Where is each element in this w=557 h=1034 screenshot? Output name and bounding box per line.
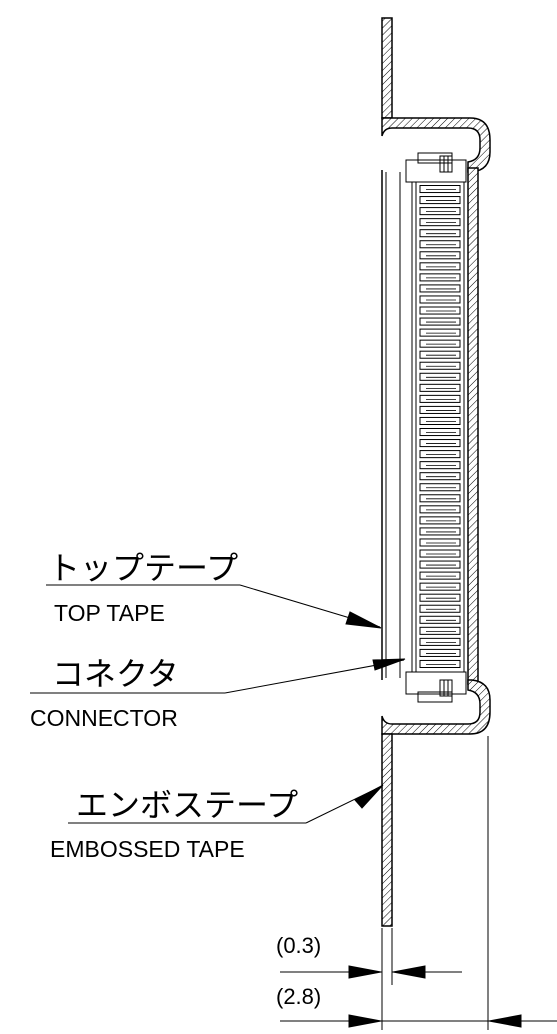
contact-pin (419, 383, 461, 392)
contact-pin (419, 527, 461, 536)
contact-pin (419, 295, 461, 304)
contact-pin (419, 571, 461, 580)
contact-pin (419, 472, 461, 481)
contact-pin (419, 626, 461, 635)
contact-pin (419, 339, 461, 348)
contact-pin (419, 372, 461, 381)
contact-pin (419, 538, 461, 547)
pocket-side-wall (467, 167, 479, 685)
contact-pin (419, 328, 461, 337)
dimension-2-8: (2.8) (276, 984, 322, 1009)
dim-arrow-0-3-left (348, 965, 382, 979)
top-tape-label-en: TOP TAPE (54, 600, 165, 626)
connector-label-en: CONNECTOR (30, 705, 178, 731)
connector-arrow (372, 658, 406, 671)
contact-pin (419, 516, 461, 525)
contact-pin (419, 317, 461, 326)
contact-pin (419, 218, 461, 227)
contact-pin (419, 350, 461, 359)
contact-pin (419, 461, 461, 470)
contact-pin (419, 229, 461, 238)
contact-pin (419, 273, 461, 282)
tape-strip-top (381, 17, 393, 119)
pocket-top-flange (381, 117, 491, 173)
contact-pin (419, 306, 461, 315)
top-tape (381, 170, 401, 680)
contact-pin (419, 615, 461, 624)
dim-arrow-2-8-left (348, 1014, 382, 1028)
contact-pin (419, 405, 461, 414)
top-tape-label-jp: トップテープ (48, 549, 239, 587)
contact-pin (419, 185, 461, 194)
contact-pin (419, 240, 461, 249)
contact-pin (419, 450, 461, 459)
contact-pin (419, 505, 461, 514)
tape-strip-bottom (381, 733, 393, 927)
contact-pin (419, 207, 461, 216)
contact-pin (419, 196, 461, 205)
contact-pin (419, 251, 461, 260)
embossed-tape (381, 17, 491, 927)
connector-contacts (419, 185, 461, 668)
contact-pin (419, 560, 461, 569)
contact-pin (419, 483, 461, 492)
top-tape-arrow (345, 611, 382, 629)
dimension-0-3: (0.3) (276, 933, 322, 958)
connector-label-jp: コネクタ (52, 655, 179, 693)
dim-arrow-2-8-right (488, 1014, 522, 1028)
contact-pin (419, 659, 461, 668)
contact-pin (419, 262, 461, 271)
dim-arrow-0-3-right (392, 965, 426, 979)
contact-pin (419, 648, 461, 657)
contact-pin (419, 549, 461, 558)
embossed-tape-label-en: EMBOSSED TAPE (50, 836, 245, 862)
contact-pin (419, 394, 461, 403)
contact-pin (419, 582, 461, 591)
embossed-tape-arrow (354, 784, 384, 809)
contact-pin (419, 593, 461, 602)
contact-pin (419, 439, 461, 448)
connector-body (405, 152, 467, 703)
contact-pin (419, 361, 461, 370)
contact-pin (419, 637, 461, 646)
contact-pin (419, 428, 461, 437)
contact-pin (419, 416, 461, 426)
leader-lines (30, 584, 406, 824)
contact-pin (419, 494, 461, 503)
dimension-lines (280, 736, 557, 1030)
contact-pin (419, 604, 461, 613)
embossed-tape-label-jp: エンボステープ (76, 786, 299, 824)
contact-pin (419, 284, 461, 293)
pocket-bottom-flange (381, 679, 491, 735)
